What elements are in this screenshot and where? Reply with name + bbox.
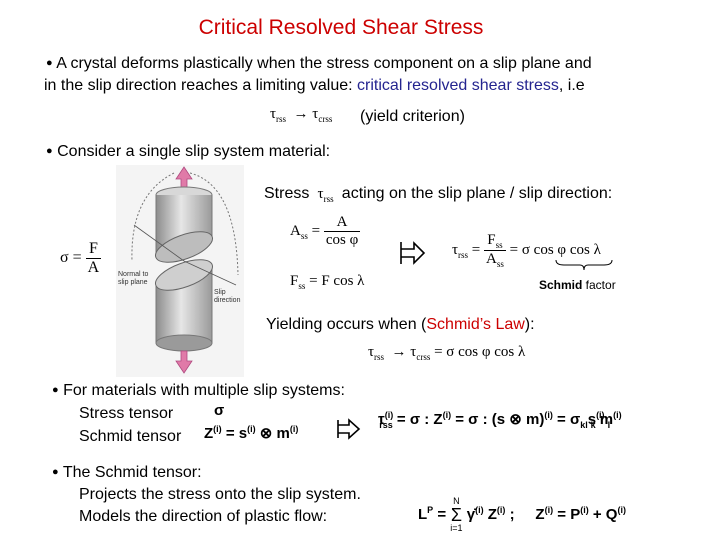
schmid-tensor-label: Schmid tensor (79, 428, 182, 445)
schmid-law-equation: τrss → τcrss = σ cos φ cos λ (368, 344, 526, 362)
schmid-factor-rest: factor (582, 278, 616, 292)
bullet-dot: ● (46, 145, 53, 157)
yielding-line: Yielding occurs when (Schmid’s Law): (266, 315, 535, 335)
bullet-4: ● The Schmid tensor: (52, 462, 202, 483)
slip-cylinder-illustration (131, 166, 239, 374)
bullet-1-suffix: , i.e (558, 77, 585, 94)
bullet-dot: ● (52, 466, 59, 478)
bullet-1-prefix: in the slip direction reaches a limiting… (44, 77, 358, 94)
stress-suffix: acting on the slip plane / slip directio… (341, 185, 613, 202)
slip-direction-label: Slip direction (214, 289, 241, 304)
bullet-4-line-1: Projects the stress onto the slip system… (79, 486, 361, 503)
bullet-4-text: The Schmid tensor: (62, 464, 202, 481)
sigma-tensor-symbol: σ (214, 402, 225, 419)
page-title: Critical Resolved Shear Stress (198, 16, 484, 39)
bullet-1-line-1: ● A crystal deforms plastically when the… (46, 53, 592, 74)
schmid-factor-bold: Schmid (539, 278, 583, 292)
schmid-tensor-equation: Z(i) = s(i) ⊗ m(i) (204, 424, 299, 442)
schmid-brace-icon (554, 258, 614, 277)
normal-label: Normal to slip plane (118, 271, 149, 286)
bullet-4-line-2: Models the direction of plastic flow: (79, 508, 328, 525)
yielding-prefix: Yielding occurs when ( (266, 316, 427, 333)
bullet-dot: ● (46, 57, 53, 69)
bullet-2-text: Consider a single slip system material: (57, 143, 331, 160)
force-equation: Fss = F cos λ (290, 273, 365, 291)
yield-criterion-note: (yield criterion) (360, 108, 465, 125)
bullet-dot: ● (52, 384, 59, 396)
bullet-1-text: A crystal deforms plastically when the s… (56, 55, 592, 72)
multislip-rss-equation: τ(i)rss = σ : Z(i) = σ : (s ⊗ m)(i) = σk… (378, 410, 622, 430)
stress-label: Stress (264, 185, 310, 202)
implies-arrow-icon (335, 418, 361, 445)
bullet-3-text: For materials with multiple slip systems… (63, 382, 345, 399)
tau-rss-symbol: τrss (313, 186, 334, 204)
schmids-law: Schmid’s Law (426, 316, 525, 333)
stress-line: Stress τrss acting on the slip plane / s… (264, 184, 612, 209)
slip-figure: Normal to slip plane Slip direction (116, 165, 244, 377)
bullet-1-line-2: in the slip direction reaches a limiting… (44, 76, 585, 96)
bullet-2: ● Consider a single slip system material… (46, 141, 330, 162)
stress-tensor-label: Stress tensor (79, 405, 174, 422)
yielding-suffix: ): (524, 316, 535, 333)
implies-arrow-icon (398, 240, 426, 271)
crss-highlight: critical resolved shear stress (357, 77, 559, 94)
yield-criterion-equation: τrss → τcrss (270, 106, 333, 124)
schmid-factor-label: Schmid factor (539, 278, 616, 292)
bullet-3: ● For materials with multiple slip syste… (52, 380, 345, 401)
